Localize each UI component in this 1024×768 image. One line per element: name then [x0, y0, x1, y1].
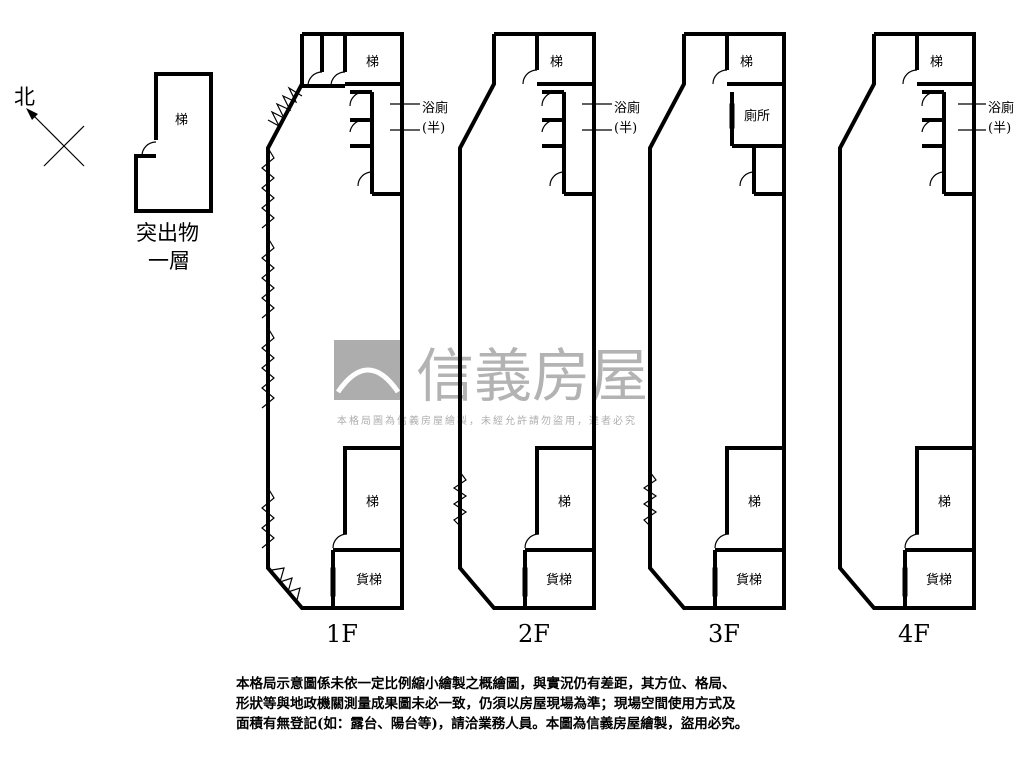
annex-plan: 梯 突出物 一層 [134, 72, 213, 273]
watermark-brand: 信義房屋 [416, 342, 648, 410]
disclaimer-line3: 面積有無登記(如：露台、陽台等)，請洽業務人員。本圖為信義房屋繪製，盜用必究。 [236, 716, 749, 732]
4f-stair-label: 梯 [930, 55, 943, 70]
4f-half-label: (半) [988, 121, 1011, 136]
2f-freight-label: 貨梯 [546, 572, 572, 588]
floor-label-3f: 3F [708, 620, 740, 648]
2f-stair-label: 梯 [550, 55, 563, 70]
2f-lower-stair-label: 梯 [558, 495, 571, 510]
4f-freight-label: 貨梯 [926, 572, 952, 588]
floor-plan-1f: 梯 浴廁 (半) 梯 貨梯 1F [261, 32, 448, 648]
1f-stair-label: 梯 [366, 55, 379, 70]
4f-lower-stair-label: 梯 [938, 495, 951, 510]
floor-label-2f: 2F [518, 620, 550, 648]
disclaimer-line1: 本格局示意圖係未依一定比例縮小繪製之概繪圖，與實況仍有差距，其方位、格局、 [236, 676, 736, 692]
3f-lower-stair-label: 梯 [748, 495, 761, 510]
watermark-notice: 本格局圖為信義房屋繪製，未經允許請勿盜用，違者必究 [337, 414, 637, 427]
disclaimer-line2: 形狀等與地政機關測量成果圖未必一致，仍須以房屋現場為準；現場空間使用方式及 [236, 696, 736, 712]
north-arrow-icon [26, 108, 38, 120]
1f-half-label: (半) [422, 121, 445, 136]
1f-lower-stair-label: 梯 [366, 495, 379, 510]
watermark: 信義房屋 本格局圖為信義房屋繪製，未經允許請勿盜用，違者必究 [334, 340, 648, 427]
2f-bath-label: 浴廁 [614, 100, 640, 116]
floor-label-4f: 4F [898, 620, 930, 648]
annex-title-line2: 一層 [148, 249, 190, 273]
floor-plan-2f: 梯 浴廁 (半) 梯 貨梯 2F [452, 32, 640, 648]
3f-stair-label: 梯 [740, 55, 753, 70]
annex-title-line1: 突出物 [136, 221, 199, 245]
compass: 北 [14, 85, 85, 167]
2f-half-label: (半) [614, 121, 637, 136]
1f-freight-label: 貨梯 [356, 572, 382, 588]
annex-stair-label: 梯 [175, 113, 188, 128]
floor-label-1f: 1F [326, 620, 358, 648]
3f-freight-label: 貨梯 [736, 572, 762, 588]
floor-plan-3f: 梯 廁所 梯 貨梯 3F [642, 32, 786, 648]
1f-bath-label: 浴廁 [422, 100, 448, 116]
disclaimer: 本格局示意圖係未依一定比例縮小繪製之概繪圖，與實況仍有差距，其方位、格局、 形狀… [236, 674, 856, 734]
north-label: 北 [14, 85, 35, 109]
floor-plan-4f: 梯 浴廁 (半) 梯 貨梯 4F [838, 32, 1014, 648]
4f-bath-label: 浴廁 [988, 100, 1014, 116]
3f-toilet-label: 廁所 [744, 108, 770, 124]
